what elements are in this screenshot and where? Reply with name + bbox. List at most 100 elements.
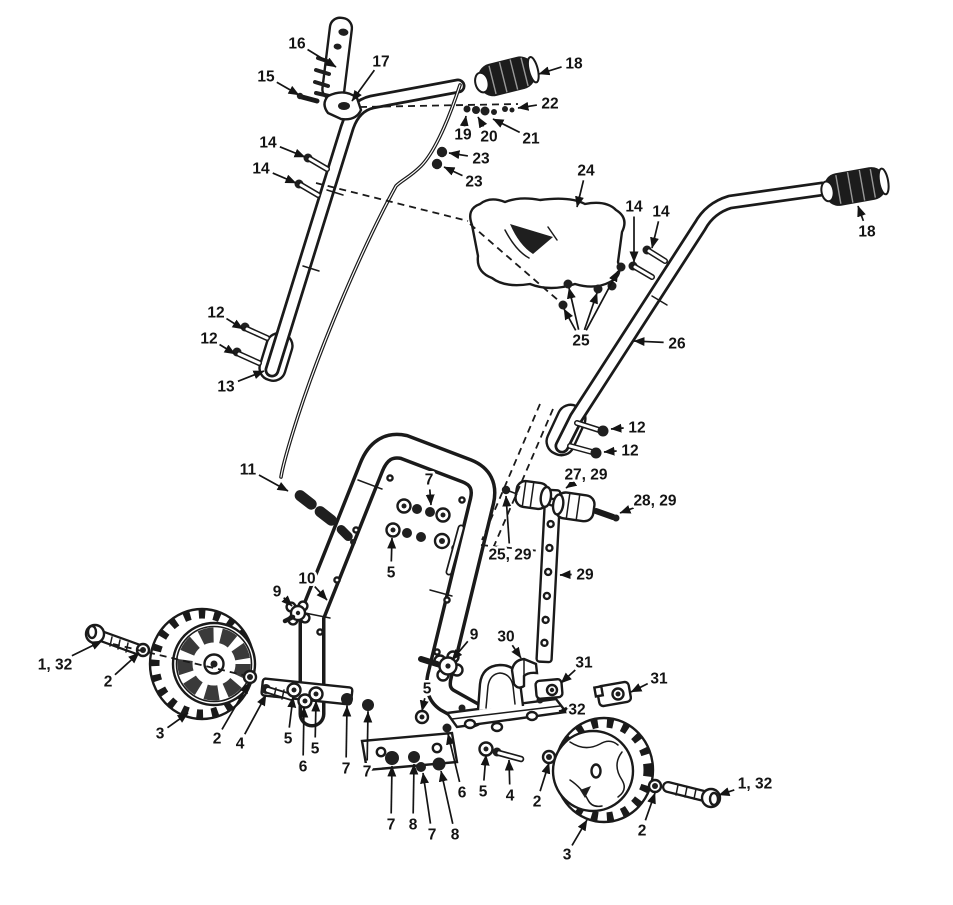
axle-washers <box>135 642 663 794</box>
callout-label-2: 2 <box>638 823 647 840</box>
axle-bolt-right <box>662 781 722 809</box>
callout-label-11: 11 <box>240 462 257 479</box>
callout-arrow-17 <box>351 69 376 102</box>
axle-hardware-left <box>261 682 324 709</box>
callout-label-10: 10 <box>298 571 315 588</box>
callout-arrow-3 <box>571 819 588 846</box>
stake-screw <box>501 485 518 495</box>
callout-arrow-8 <box>438 770 454 825</box>
callout-arrow-2 <box>644 792 656 821</box>
callout-arrow-27-29 <box>565 478 578 489</box>
callout-label-25: 25 <box>572 333 590 350</box>
callout-label-13: 13 <box>217 379 235 396</box>
callout-label-19: 19 <box>454 127 472 144</box>
callout-arrow-5 <box>419 697 429 712</box>
callout-label-2: 2 <box>533 794 542 811</box>
callout-arrow-12 <box>219 343 236 355</box>
callout-label-14: 14 <box>625 199 643 216</box>
callout-label-20: 20 <box>480 129 497 146</box>
callout-label-14: 14 <box>259 135 277 152</box>
callout-arrow-25-29 <box>502 495 512 544</box>
callout-label-14: 14 <box>252 161 270 178</box>
callout-label-18: 18 <box>565 56 583 73</box>
throttle-bolt <box>296 92 320 104</box>
callout-arrow-5 <box>387 537 397 562</box>
callout-label-7: 7 <box>342 761 351 778</box>
callout-arrow-1-32 <box>71 640 103 657</box>
callout-arrow-24 <box>575 180 585 208</box>
callout-label-23: 23 <box>472 151 490 168</box>
callout-label-8: 8 <box>451 827 460 844</box>
callout-arrow-15 <box>276 81 300 96</box>
left-grip <box>474 56 540 97</box>
depth-stake <box>535 488 562 664</box>
callout-label-28-29: 28, 29 <box>633 493 676 510</box>
callout-arrow-14 <box>650 221 660 249</box>
callout-arrow-5 <box>287 696 297 728</box>
callout-arrow-31 <box>560 669 576 684</box>
callout-arrow-7 <box>342 705 352 758</box>
callout-arrow-11 <box>258 474 289 492</box>
callout-label-12: 12 <box>200 331 217 348</box>
callout-label-23: 23 <box>465 174 483 191</box>
callout-label-31: 31 <box>575 655 593 672</box>
right-handlebar-tube <box>562 189 822 446</box>
cable-clamp-right <box>592 680 633 708</box>
callout-arrow-19 <box>459 115 469 128</box>
callout-label-29: 29 <box>576 567 594 584</box>
callout-label-3: 3 <box>563 847 572 864</box>
callout-label-32: 32 <box>568 702 585 719</box>
callout-arrow-30 <box>511 644 522 659</box>
callout-arrow-1-32 <box>718 787 735 796</box>
callout-arrow-23 <box>448 150 468 160</box>
callout-label-16: 16 <box>288 36 306 53</box>
callout-label-7: 7 <box>428 827 437 844</box>
callout-label-12: 12 <box>628 420 645 437</box>
frame-hardware-cluster <box>385 498 451 550</box>
handle-screws-right <box>628 245 668 280</box>
throttle-cable <box>279 83 462 545</box>
callout-arrow-2 <box>114 652 140 676</box>
callout-label-9: 9 <box>273 584 282 601</box>
callout-arrow-3 <box>166 712 189 729</box>
callout-label-17: 17 <box>372 54 389 71</box>
cable-adjuster-hardware <box>359 103 519 116</box>
callout-label-12: 12 <box>207 305 224 322</box>
callout-arrow-12 <box>225 317 244 330</box>
callout-label-7: 7 <box>387 817 396 834</box>
callout-arrow-25 <box>566 287 580 330</box>
callout-label-1-32: 1, 32 <box>38 657 72 674</box>
callout-arrow-26 <box>633 336 664 346</box>
callout-arrow-25 <box>583 292 598 331</box>
callout-arrow-16 <box>307 48 337 68</box>
callout-arrow-14 <box>272 172 297 184</box>
callout-label-31: 31 <box>650 671 668 688</box>
callout-arrow-10 <box>314 585 328 601</box>
callout-arrow-7 <box>363 711 373 761</box>
callout-arrow-12 <box>610 423 624 433</box>
shield-screws <box>558 262 626 310</box>
lock-nuts <box>431 146 448 170</box>
callout-arrow-28-29 <box>619 505 635 514</box>
callout-arrow-9 <box>451 640 469 661</box>
callout-label-18: 18 <box>858 224 876 241</box>
callout-label-9: 9 <box>470 627 479 644</box>
callout-arrow-6 <box>299 706 309 756</box>
callout-label-7: 7 <box>363 764 372 781</box>
callout-arrow-18 <box>857 205 866 222</box>
left-wheel <box>148 607 257 721</box>
callout-label-4: 4 <box>506 788 515 805</box>
callout-arrow-7 <box>387 765 397 814</box>
callout-label-8: 8 <box>409 817 418 834</box>
cable-shield <box>469 197 626 290</box>
callout-label-22: 22 <box>541 96 558 113</box>
callout-arrow-25 <box>585 270 619 331</box>
callout-arrow-4 <box>504 759 514 785</box>
wing-knob-lower <box>418 650 464 682</box>
callout-label-27-29: 27, 29 <box>564 467 607 484</box>
callout-arrow-7 <box>425 489 435 506</box>
callout-arrow-6 <box>446 733 461 783</box>
callout-arrow-32 <box>558 705 570 715</box>
callout-arrow-4 <box>244 694 267 735</box>
